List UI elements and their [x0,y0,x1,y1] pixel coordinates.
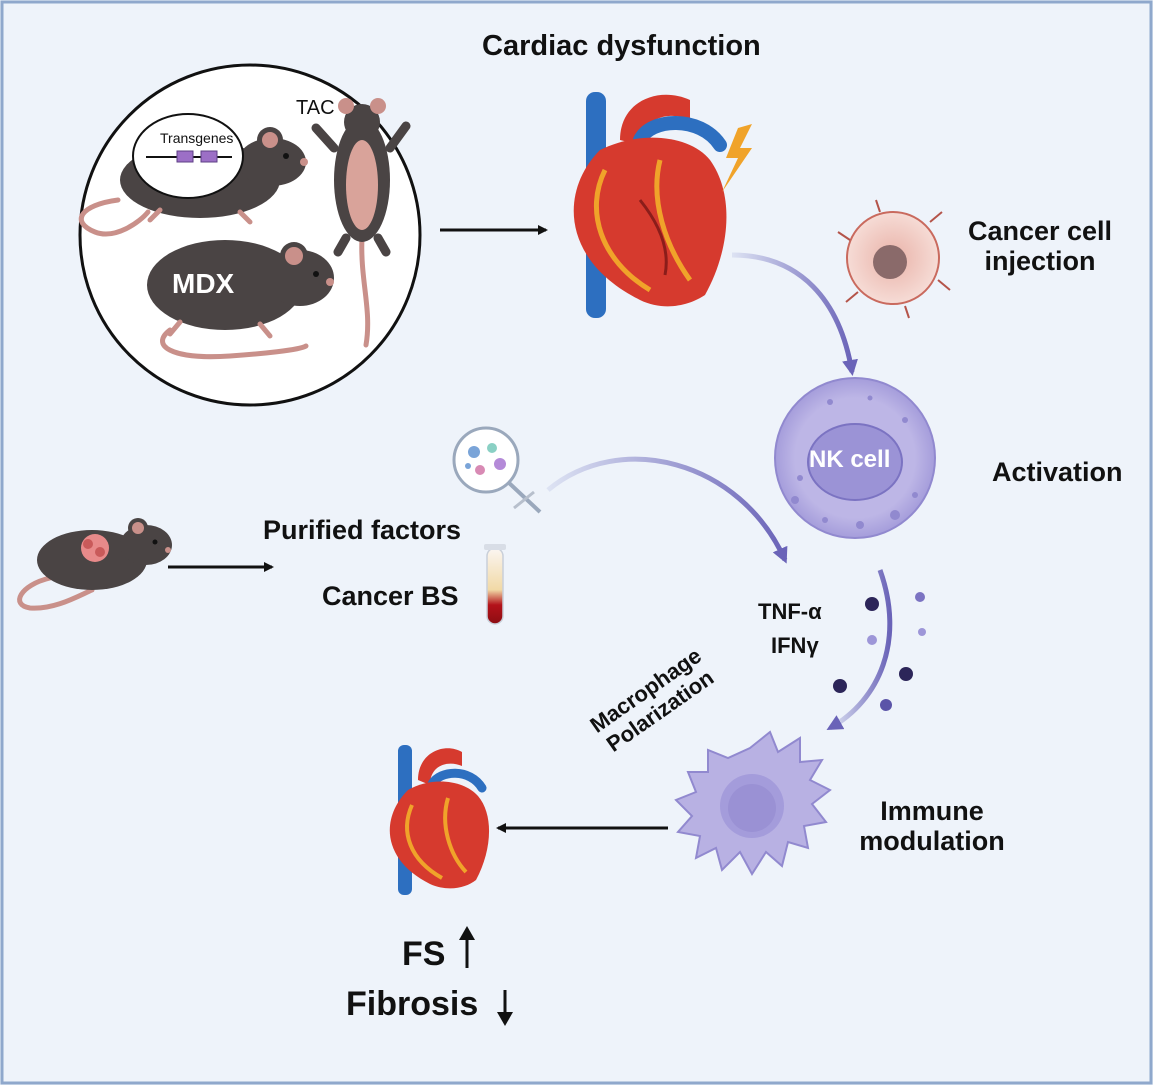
diagram-title: Cardiac dysfunction [482,30,761,62]
purified-factors-label: Purified factors [263,515,462,545]
factors-to-nk-arrow [546,456,788,564]
cancer-injection-label: Cancer cell injection [950,216,1130,276]
dysfunctional-heart-icon [573,92,752,318]
purified-factors-icon [452,426,542,514]
cancer-injection-line2: injection [984,246,1096,277]
transgenes-label: Transgenes [160,130,234,146]
mdx-mouse-icon [147,240,334,360]
tnf-alpha-label: TNF-α [758,599,822,624]
transgenes-bubble [132,113,244,199]
fibrosis-label: Fibrosis [346,985,479,1023]
immune-line1: Immune [880,796,984,826]
nk-to-macrophage-arrow [826,569,893,731]
tac-label: TAC [296,97,335,119]
nk-cell-label: NK cell [809,446,891,473]
cancer-bs-label: Cancer BS [322,581,459,611]
fs-label: FS [402,935,446,973]
ifn-gamma-label: IFNγ [771,633,819,658]
nk-cell-icon [774,377,936,539]
fibrosis-down-arrow-icon [497,990,513,1026]
immune-modulation-label: Immune modulation [842,796,1022,856]
tumor-mouse-icon [17,518,172,611]
cancer-cell-icon [837,199,951,319]
fs-up-arrow-icon [459,926,475,968]
heart-to-nk-arrow [731,252,858,376]
lightning-icon [722,124,752,192]
blood-tube-icon [484,544,506,625]
mdx-label: MDX [172,268,235,299]
macrophage-icon [674,730,832,876]
cancer-injection-line1: Cancer cell [967,216,1113,246]
immune-line2: modulation [859,826,1005,857]
cytokine-dots [833,592,926,711]
recovered-heart-icon [389,745,490,895]
tac-mouse-icon [311,98,411,348]
activation-label: Activation [992,457,1123,487]
